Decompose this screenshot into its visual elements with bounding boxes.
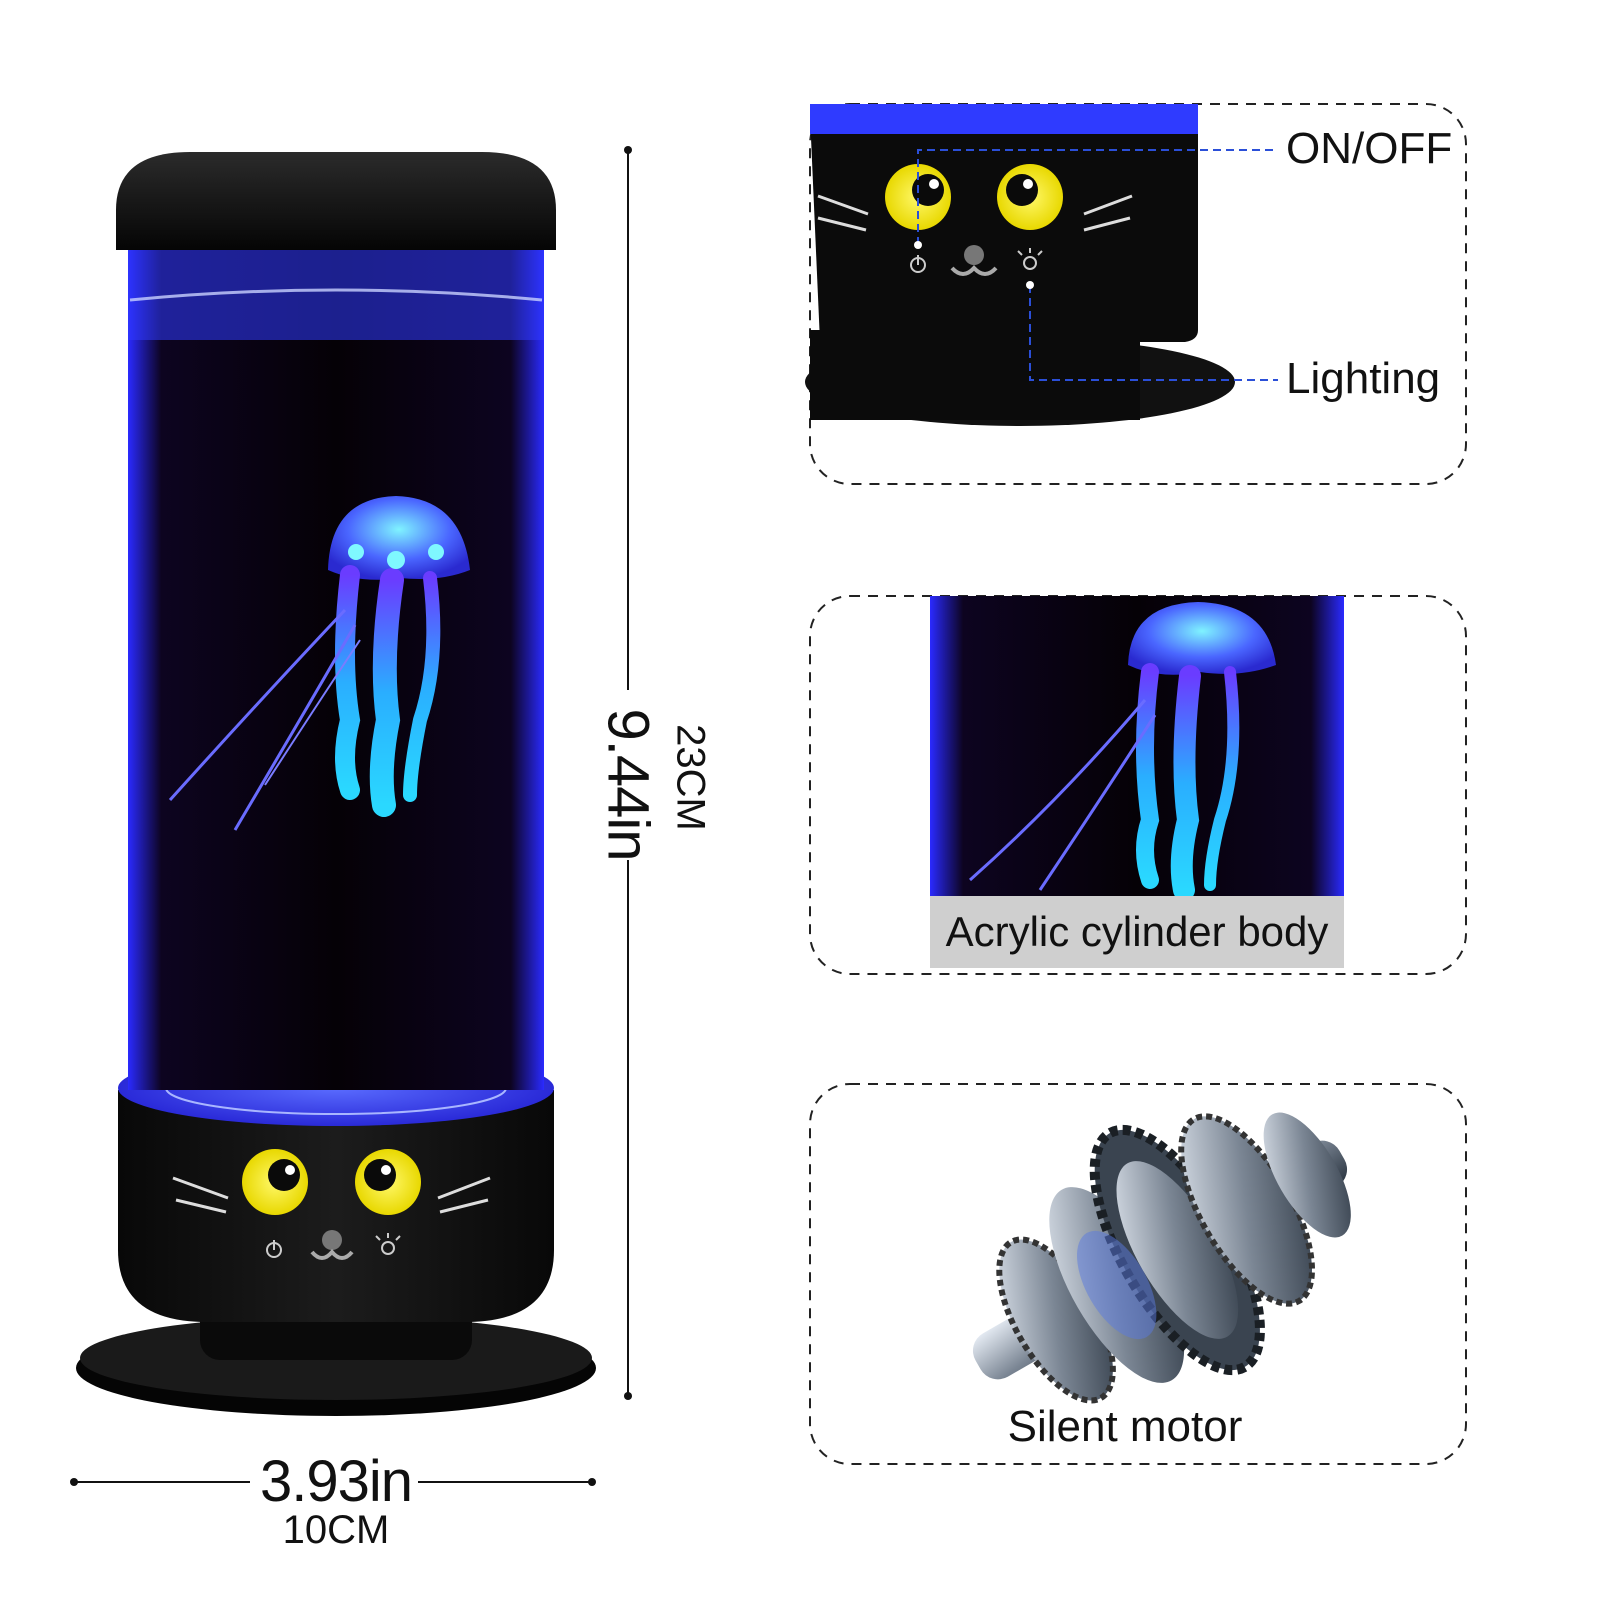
callout-on-off-label: ON/OFF — [1286, 124, 1453, 173]
lamp-cap — [116, 152, 556, 250]
motor-gear-icon — [972, 1112, 1351, 1404]
cat-face — [172, 1149, 491, 1260]
callout-controls — [805, 103, 1467, 485]
width-cm-label: 10CM — [282, 1508, 390, 1552]
callout-cylinder-label: Acrylic cylinder body — [945, 908, 1329, 955]
lamp-base — [118, 1090, 554, 1322]
callout-motor-label: Silent motor — [1007, 1402, 1243, 1451]
height-dimension — [624, 146, 632, 1400]
jellyfish — [168, 496, 470, 831]
callout-cylinder — [809, 595, 1467, 975]
callout-lighting-label: Lighting — [1286, 354, 1441, 403]
width-dimension — [70, 1478, 596, 1486]
power-icon[interactable] — [910, 255, 926, 273]
jellyfish-lamp — [76, 152, 596, 1416]
bulb-icon[interactable] — [1017, 248, 1043, 270]
width-inches-label: 3.93in — [259, 1449, 413, 1514]
power-icon[interactable] — [266, 1240, 282, 1258]
height-cm-label: 23CM — [668, 724, 713, 831]
bulb-icon[interactable] — [375, 1233, 401, 1255]
callout-motor — [809, 1083, 1467, 1465]
height-inches-label: 9.44in — [595, 708, 661, 861]
